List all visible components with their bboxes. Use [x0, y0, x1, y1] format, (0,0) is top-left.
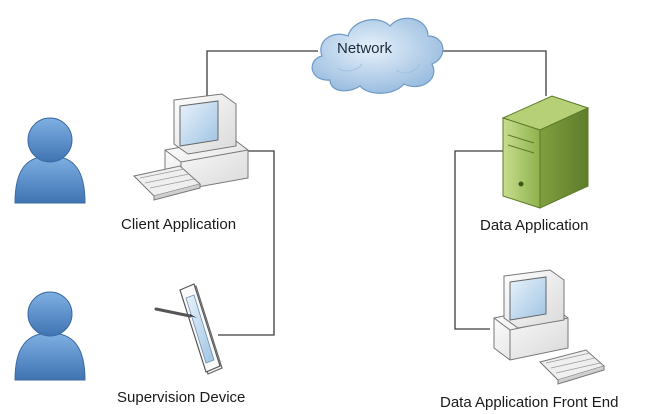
cloud-icon — [311, 17, 444, 94]
user-icon — [14, 291, 86, 381]
data-application-label: Data Application — [480, 217, 589, 234]
connectors — [206, 50, 547, 336]
tablet-icon — [154, 283, 223, 375]
supervision-device-label: Supervision Device — [117, 389, 246, 406]
user-icon — [14, 117, 86, 204]
network-label: Network — [337, 40, 393, 57]
connector-client-network — [206, 50, 318, 96]
data-application-front-end-label: Data Application Front End — [440, 394, 619, 411]
client-application-label: Client Application — [121, 216, 237, 233]
desktop-computer-icon — [493, 269, 605, 385]
connector-network-data — [428, 50, 547, 96]
connector-data-frontend — [454, 150, 504, 330]
connector-client-supervision — [218, 150, 275, 336]
server-tower-icon — [501, 95, 590, 209]
desktop-computer-icon — [132, 93, 249, 201]
